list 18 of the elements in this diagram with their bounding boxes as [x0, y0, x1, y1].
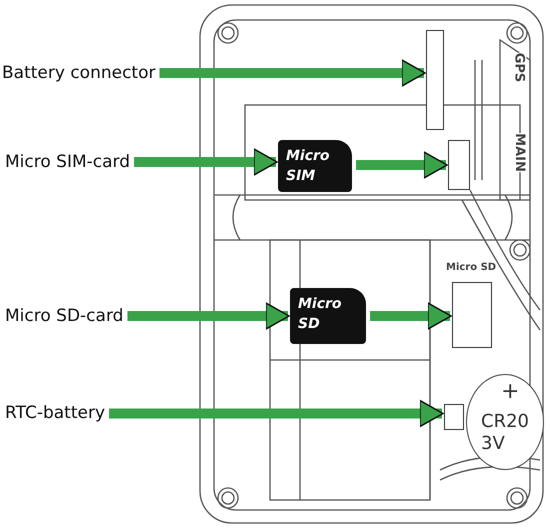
card-slot [452, 282, 492, 348]
arrow [159, 59, 426, 87]
callout-label: RTC-battery [5, 403, 106, 423]
arrow [356, 151, 448, 179]
slot-label: Micro SD [446, 262, 496, 273]
sim-card: Micro SIM [278, 140, 352, 192]
sd-card: Micro SD [290, 288, 366, 344]
callout-label: Battery connector [2, 63, 156, 83]
battery-holder [444, 404, 464, 430]
callout-label: Micro SD-card [5, 306, 124, 326]
polarity-mark: + [501, 381, 520, 403]
callout-label: Micro SIM-card [5, 152, 130, 172]
arrow [109, 400, 444, 428]
card-slot [448, 140, 470, 190]
arrow [134, 148, 278, 176]
connector-part [426, 30, 444, 130]
arrow [127, 302, 290, 330]
arrow [370, 302, 452, 330]
